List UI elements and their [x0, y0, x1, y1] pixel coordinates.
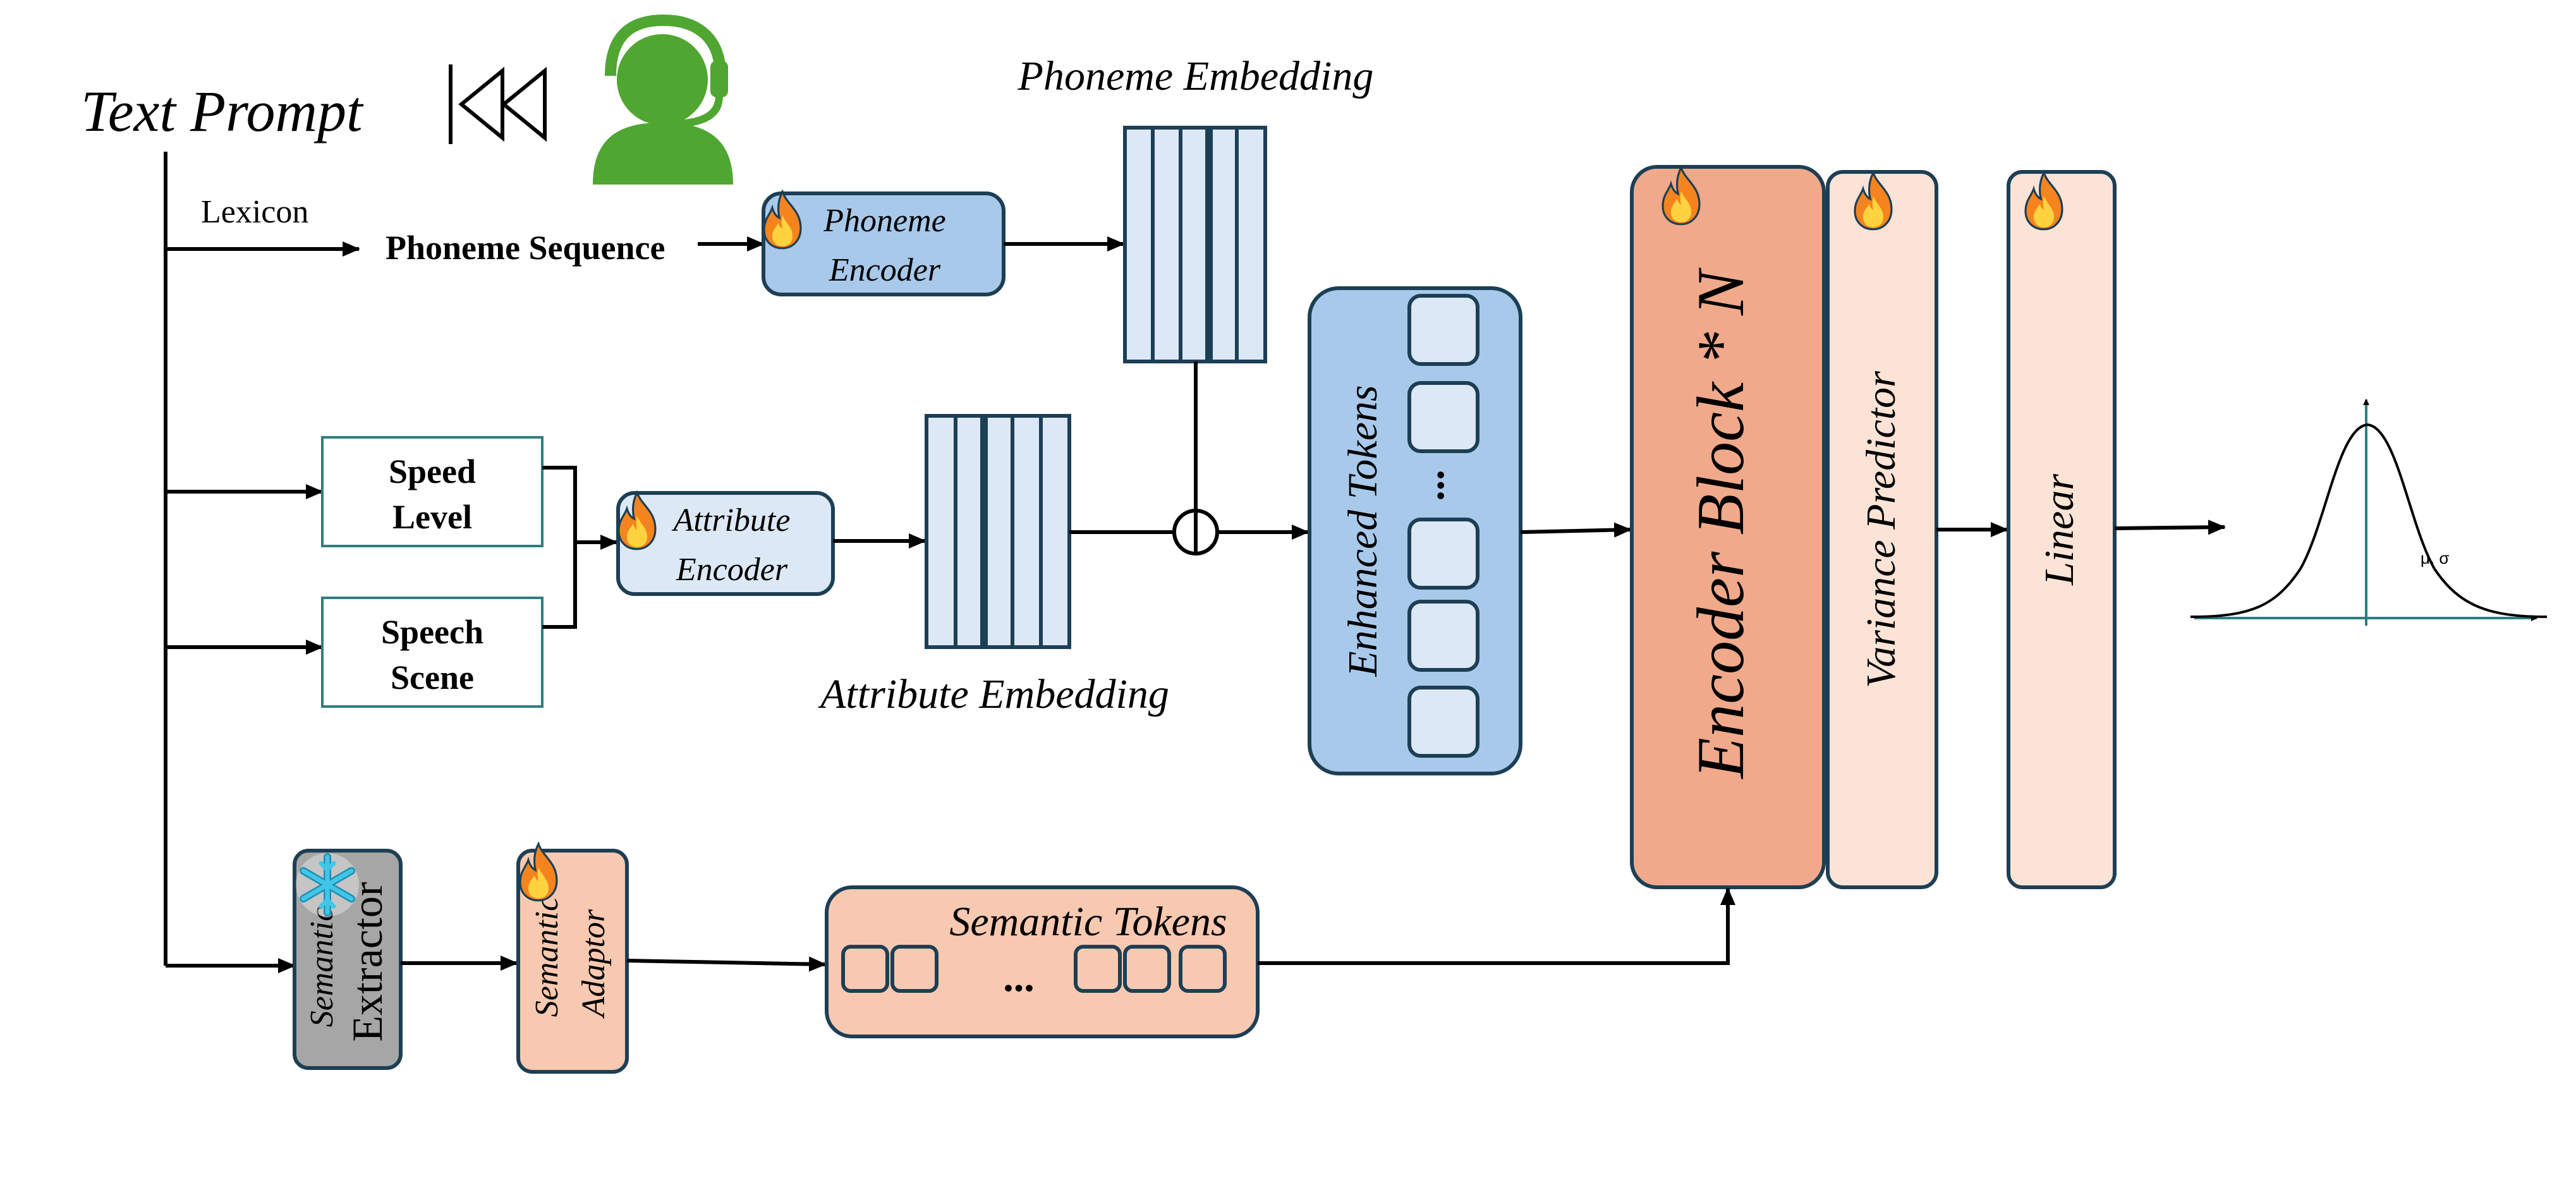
text-prompt-label: Text Prompt: [81, 79, 364, 143]
speed-level-box: Speed Level: [321, 436, 544, 547]
sum-operator: [1172, 509, 1219, 556]
enhanced-tokens-ellipsis: ...: [1407, 470, 1453, 501]
linear-block: Linear: [2007, 170, 2117, 889]
semantic-token: [841, 945, 889, 993]
semantic-tokens-box: Semantic Tokens ...: [825, 885, 1260, 1038]
rewind-icon: [449, 64, 547, 144]
speaker-headset-icon: [593, 14, 733, 185]
enhanced-token: [1407, 600, 1479, 672]
semantic-adaptor-box: Semantic Adaptor: [516, 849, 629, 1074]
arrow-to-semantic-tokens: [626, 956, 827, 972]
phoneme-encoder-label-1: Phoneme: [823, 203, 945, 239]
phoneme-embedding-block: [1123, 126, 1267, 363]
lexicon-label: Lexicon: [201, 194, 308, 230]
semantic-token: [1179, 945, 1227, 993]
semantic-token: [1074, 945, 1122, 993]
speech-scene-label-2: Scene: [391, 659, 474, 696]
snowflake-icon: [296, 853, 359, 916]
speech-scene-label-1: Speech: [381, 613, 483, 651]
variance-predictor-label: Variance Predictor: [1858, 371, 1904, 688]
phoneme-embedding-label: Phoneme Embedding: [1018, 53, 1374, 99]
attribute-embedding-block: [925, 414, 1071, 649]
encoder-block-label: Encoder Block * N: [1684, 267, 1758, 780]
semantic-extractor-label-a: Semantic: [304, 907, 340, 1028]
phoneme-sequence-label: Phoneme Sequence: [386, 229, 665, 267]
attribute-encoder-label-1: Attribute: [672, 502, 791, 538]
phoneme-encoder-box: Phoneme Encoder: [762, 191, 1005, 296]
enhanced-tokens-box: ... Enhanced Tokens: [1308, 286, 1522, 775]
variance-predictor-block: Variance Predictor: [1826, 170, 1938, 889]
enhanced-token: [1407, 294, 1479, 366]
arrow-semantic-to-encoder: [1258, 887, 1735, 965]
arrow-to-distribution: [2114, 519, 2226, 535]
semantic-tokens-ellipsis: ...: [1003, 954, 1035, 1000]
mu-sigma-label: μ, σ: [2421, 549, 2449, 568]
attribute-encoder-label-2: Encoder: [676, 552, 788, 588]
arrow-to-encoder-block: [1520, 522, 1632, 538]
attribute-encoder-box: Attribute Encoder: [616, 491, 835, 596]
phoneme-encoder-label-2: Encoder: [829, 252, 941, 288]
semantic-token: [1123, 945, 1171, 993]
text-prompt-trunk: [164, 152, 360, 973]
enhanced-tokens-label: Enhanced Tokens: [1340, 385, 1386, 677]
attribute-embedding-label: Attribute Embedding: [818, 671, 1169, 717]
speed-level-label-1: Speed: [389, 452, 476, 490]
semantic-tokens-label: Semantic Tokens: [949, 899, 1227, 945]
enhanced-token: [1407, 518, 1479, 590]
attribute-merge-bracket: [542, 466, 577, 629]
semantic-extractor-label-b: Extractor: [343, 882, 391, 1041]
semantic-adaptor-label-b: Adaptor: [576, 909, 612, 1019]
speech-scene-box: Speech Scene: [321, 597, 544, 708]
gaussian-distribution-plot: μ, σ: [2190, 399, 2548, 626]
semantic-token: [890, 945, 939, 993]
enhanced-token: [1407, 686, 1479, 758]
enhanced-token: [1407, 381, 1479, 453]
speed-level-label-2: Level: [392, 498, 472, 536]
encoder-block: Encoder Block * N: [1630, 165, 1826, 889]
linear-label: Linear: [2036, 474, 2082, 586]
semantic-adaptor-label-a: Semantic: [529, 897, 565, 1017]
